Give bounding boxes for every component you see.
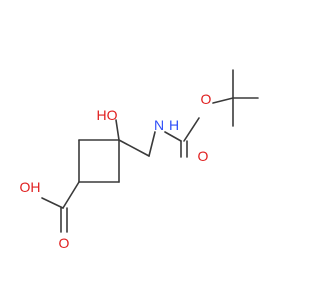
cyclobutane-ring [78, 139, 120, 183]
acid-hydroxyl-label: OH [20, 179, 41, 195]
n-carbonyl-bond [164, 131, 182, 142]
c1-cooh-bond [62, 181, 80, 209]
c3-ch2-bond [118, 139, 150, 157]
carbonyl-oxygen-label: O [198, 148, 209, 164]
structure-canvas: HO N H O O OH O [20, 69, 259, 251]
nitrogen-h-label: H [169, 117, 179, 133]
hydroxyl-label: HO [97, 107, 118, 123]
acid-carbonyl-oxygen-label: O [59, 235, 70, 251]
carbonyl-ester-o-bond [183, 117, 200, 142]
c3-oh-bond [115, 119, 120, 141]
o-tbu-bond [212, 97, 234, 104]
cooh-oh-bond [41, 197, 64, 209]
nitrogen-label: N [154, 117, 164, 133]
ester-oxygen-label: O [201, 91, 212, 107]
ch2-n-bond [148, 131, 156, 157]
